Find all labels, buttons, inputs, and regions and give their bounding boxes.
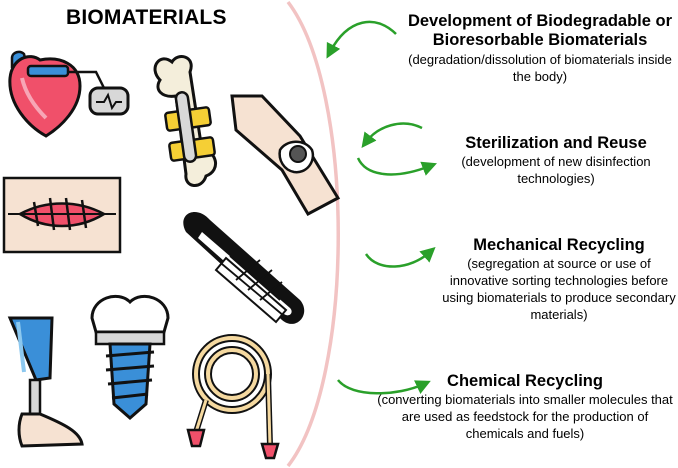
strategy-description: (segregation at source or use of innovat… <box>442 256 676 323</box>
catheter-icon <box>186 334 280 460</box>
dental-implant-icon <box>90 294 170 420</box>
strategy-description: (degradation/dissolution of biomaterials… <box>408 51 672 84</box>
strategy-description: (development of new disinfection technol… <box>461 154 651 187</box>
arrow-sterilization-out <box>356 157 437 176</box>
strategy-title: Chemical Recycling <box>447 372 603 390</box>
strategy-description: (converting biomaterials into smaller mo… <box>377 392 673 442</box>
arrow-chemical <box>337 379 431 395</box>
prosthetic-leg-icon <box>7 316 84 448</box>
bone-plate-icon <box>153 55 217 187</box>
sutured-wound-icon <box>2 176 122 254</box>
arrow-mechanical <box>364 246 436 268</box>
strategy-title: Development of Biodegradable or Bioresor… <box>407 12 673 50</box>
arrow-biodegradable <box>326 20 397 59</box>
strategy-title: Sterilization and Reuse <box>465 134 647 152</box>
strategy-chemical-recycling: Chemical Recycling (converting biomateri… <box>372 372 678 443</box>
heart-pacemaker-icon <box>8 50 130 138</box>
knee-implant-icon <box>230 94 341 216</box>
arrow-sterilization-in <box>361 122 423 148</box>
curved-divider <box>286 0 340 468</box>
main-title: BIOMATERIALS <box>66 6 227 29</box>
strategy-biodegradable: Development of Biodegradable or Bioresor… <box>402 12 678 86</box>
strategy-mechanical-recycling: Mechanical Recycling (segregation at sou… <box>440 236 678 324</box>
strategy-title: Mechanical Recycling <box>473 236 645 254</box>
vascular-stent-icon <box>183 211 305 324</box>
strategy-sterilization: Sterilization and Reuse (development of … <box>436 134 676 188</box>
